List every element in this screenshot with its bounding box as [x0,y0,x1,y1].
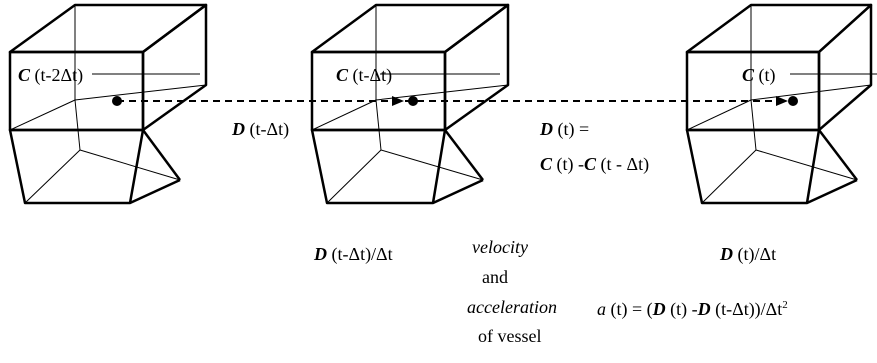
caption-acceleration: acceleration [467,297,557,317]
inner-edges-2 [311,5,509,204]
inner-edges-1 [9,5,207,204]
vessel-box-3 [685,3,873,205]
centroid-dot-2 [408,96,418,106]
displacement-formula: C (t) -C (t - Δt) [540,154,650,174]
centroid-label-3: C (t) [742,65,776,85]
displacement-label-2: D (t) = [540,119,590,139]
caption-velocity: velocity [472,237,528,257]
centroid-dot-1 [112,96,122,106]
acceleration-formula: a (t) = (D (t) -D (t-Δt))/Δt2 [597,299,788,319]
arrowhead-2 [392,96,404,106]
arrowhead-3 [776,96,788,106]
caption-and: and [482,267,508,287]
centroid-dot-3 [788,96,798,106]
velocity-label-2: D (t)/Δt [720,244,777,264]
velocity-label-1: D (t-Δt)/Δt [314,244,393,264]
caption-of-vessel: of vessel [478,326,542,346]
centroid-label-1: C (t-2Δt) [18,65,84,85]
vessel-box-1 [8,3,208,205]
centroid-label-2: C (t-Δt) [336,65,393,85]
inner-edges-3 [686,5,872,204]
displacement-label-1: D (t-Δt) [232,119,290,139]
